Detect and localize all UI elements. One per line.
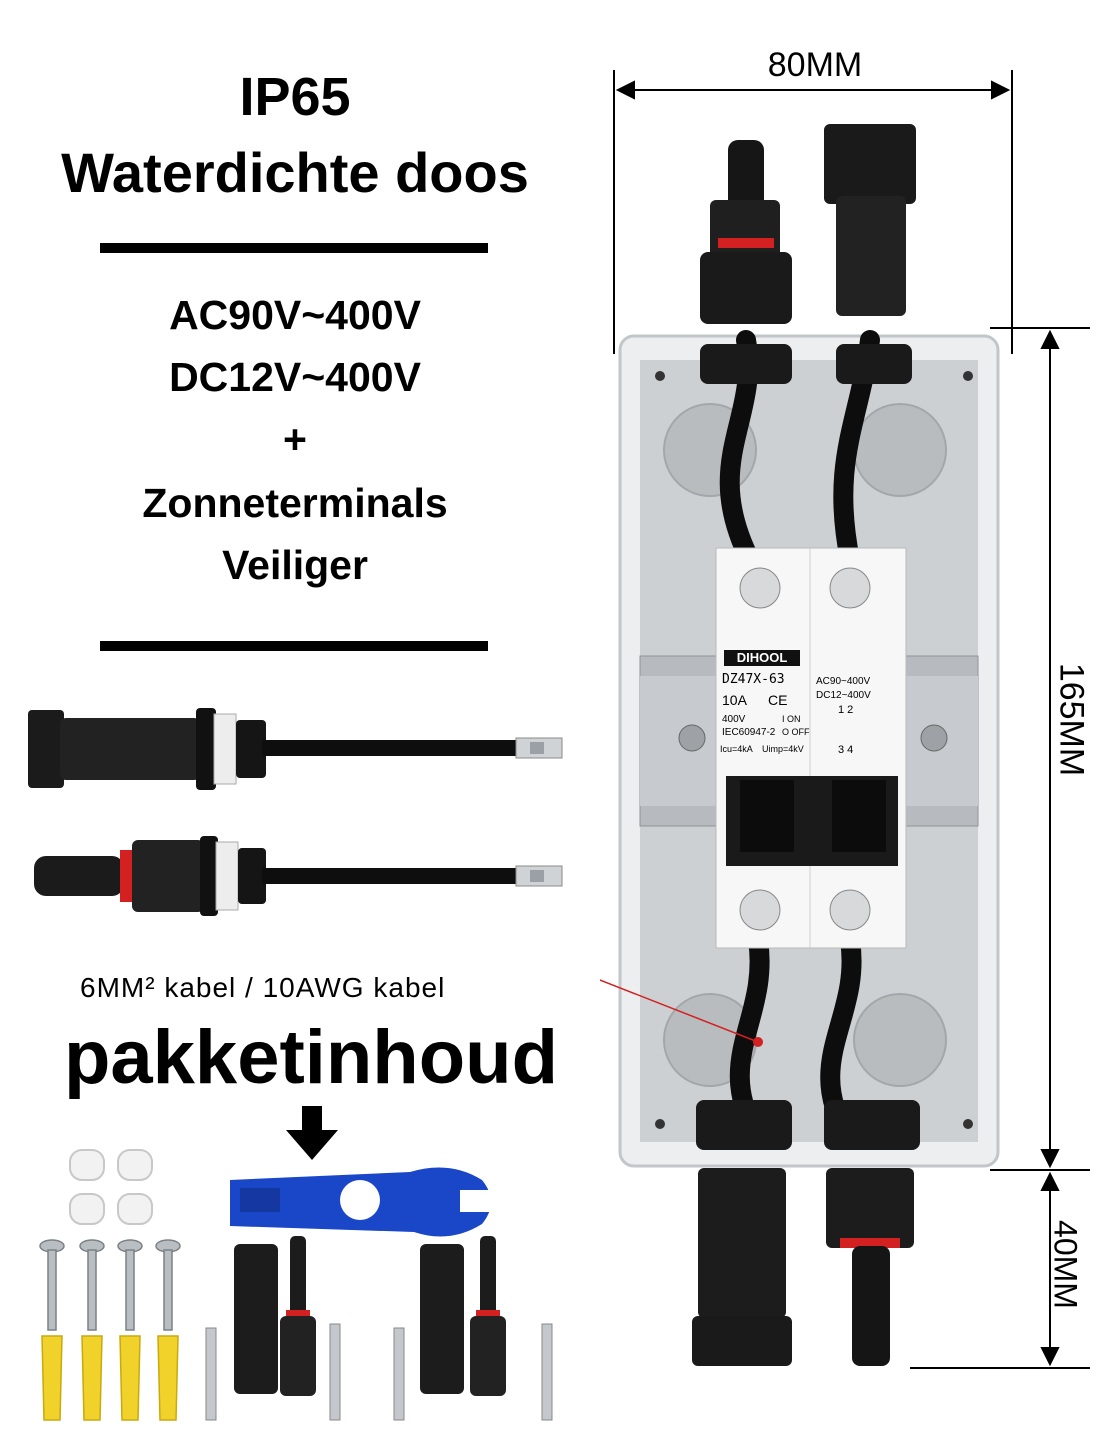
breaker-voltage: 400V <box>722 714 746 725</box>
breaker-ce-mark: CE <box>768 692 788 708</box>
spec-solar-terminals: Zonneterminals <box>142 480 448 526</box>
breaker-poles-top: 1 2 <box>838 704 854 716</box>
circuit-breaker <box>715 547 907 949</box>
top-connector-female <box>824 124 916 316</box>
breaker-on-label: I ON <box>782 714 801 724</box>
mc4-connector-pair-1 <box>205 1236 341 1421</box>
mc4-male-cable <box>28 708 563 790</box>
dimension-height-label: 165MM <box>1052 662 1091 777</box>
mc4-connector-pair-2 <box>393 1236 553 1421</box>
headline-ip65: IP65 <box>239 67 351 127</box>
breaker-brand: DIHOOL <box>724 650 800 666</box>
spec-safer: Veiliger <box>222 542 368 588</box>
breaker-dc-range: DC12~400V <box>816 690 871 701</box>
bottom-connector-female <box>692 1168 792 1366</box>
spec-dc-voltage: DC12V~400V <box>169 354 421 400</box>
bottom-connector-male <box>826 1168 914 1366</box>
cable-size-caption: 6MM² kabel / 10AWG kabel <box>80 972 446 1003</box>
breaker-standard: IEC60947-2 <box>722 727 776 738</box>
top-connector-male <box>700 140 792 324</box>
breaker-model: DZ47X-63 <box>722 672 785 687</box>
dimension-connector-label: 40MM <box>1047 1220 1084 1309</box>
breaker-ac-range: AC90~400V <box>816 676 871 687</box>
breaker-off-label: O OFF <box>782 727 810 737</box>
wall-plugs <box>41 1335 179 1421</box>
spec-ac-voltage: AC90V~400V <box>169 292 421 338</box>
breaker-current: 10A <box>722 692 747 708</box>
divider-bottom <box>100 641 488 651</box>
headline-waterproof-box: Waterdichte doos <box>61 141 529 204</box>
dimension-width-label: 80MM <box>767 46 863 84</box>
breaker-uimp: Uimp=4kV <box>762 744 804 754</box>
mounting-screws <box>39 1239 181 1331</box>
package-contents-title: pakketinhoud <box>63 1015 559 1100</box>
package-contents-illustration <box>39 1149 553 1421</box>
enclosure-illustration <box>618 124 1000 1366</box>
breaker-poles-bottom: 3 4 <box>838 744 854 756</box>
rubber-plugs <box>69 1149 153 1225</box>
mc4-spanner-tool <box>230 1167 500 1237</box>
breaker-icu: Icu=4kA <box>720 744 753 754</box>
mc4-cable-illustration <box>28 708 563 916</box>
divider-top <box>100 243 488 253</box>
mc4-female-cable <box>34 836 563 916</box>
dimension-lines <box>600 70 1090 1369</box>
spec-plus: + <box>283 416 307 462</box>
arrow-down-icon <box>286 1106 338 1160</box>
